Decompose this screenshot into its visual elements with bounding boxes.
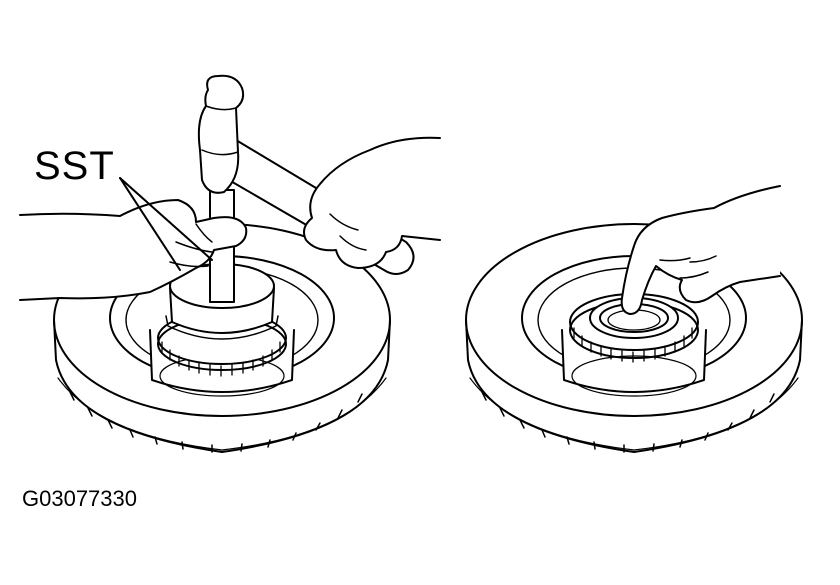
left-abs-teeth <box>162 342 280 376</box>
right-disc-vents <box>482 392 774 452</box>
sst-leader-line-1 <box>120 178 212 260</box>
left-hammer-hand <box>304 138 440 268</box>
sst-leader-line-2 <box>120 178 180 270</box>
left-disc-edge <box>54 320 390 452</box>
right-disc-assembly <box>466 186 802 452</box>
sst-label: SST <box>34 144 115 188</box>
left-hammer-head <box>199 76 243 193</box>
left-disc-vents <box>70 392 362 452</box>
left-holding-hand <box>20 200 246 300</box>
left-disc-assembly <box>20 76 440 452</box>
right-pressing-hand <box>622 186 780 314</box>
right-disc-edge <box>466 320 802 452</box>
right-abs-teeth <box>574 328 692 362</box>
figure-code: G03077330 <box>22 486 137 511</box>
